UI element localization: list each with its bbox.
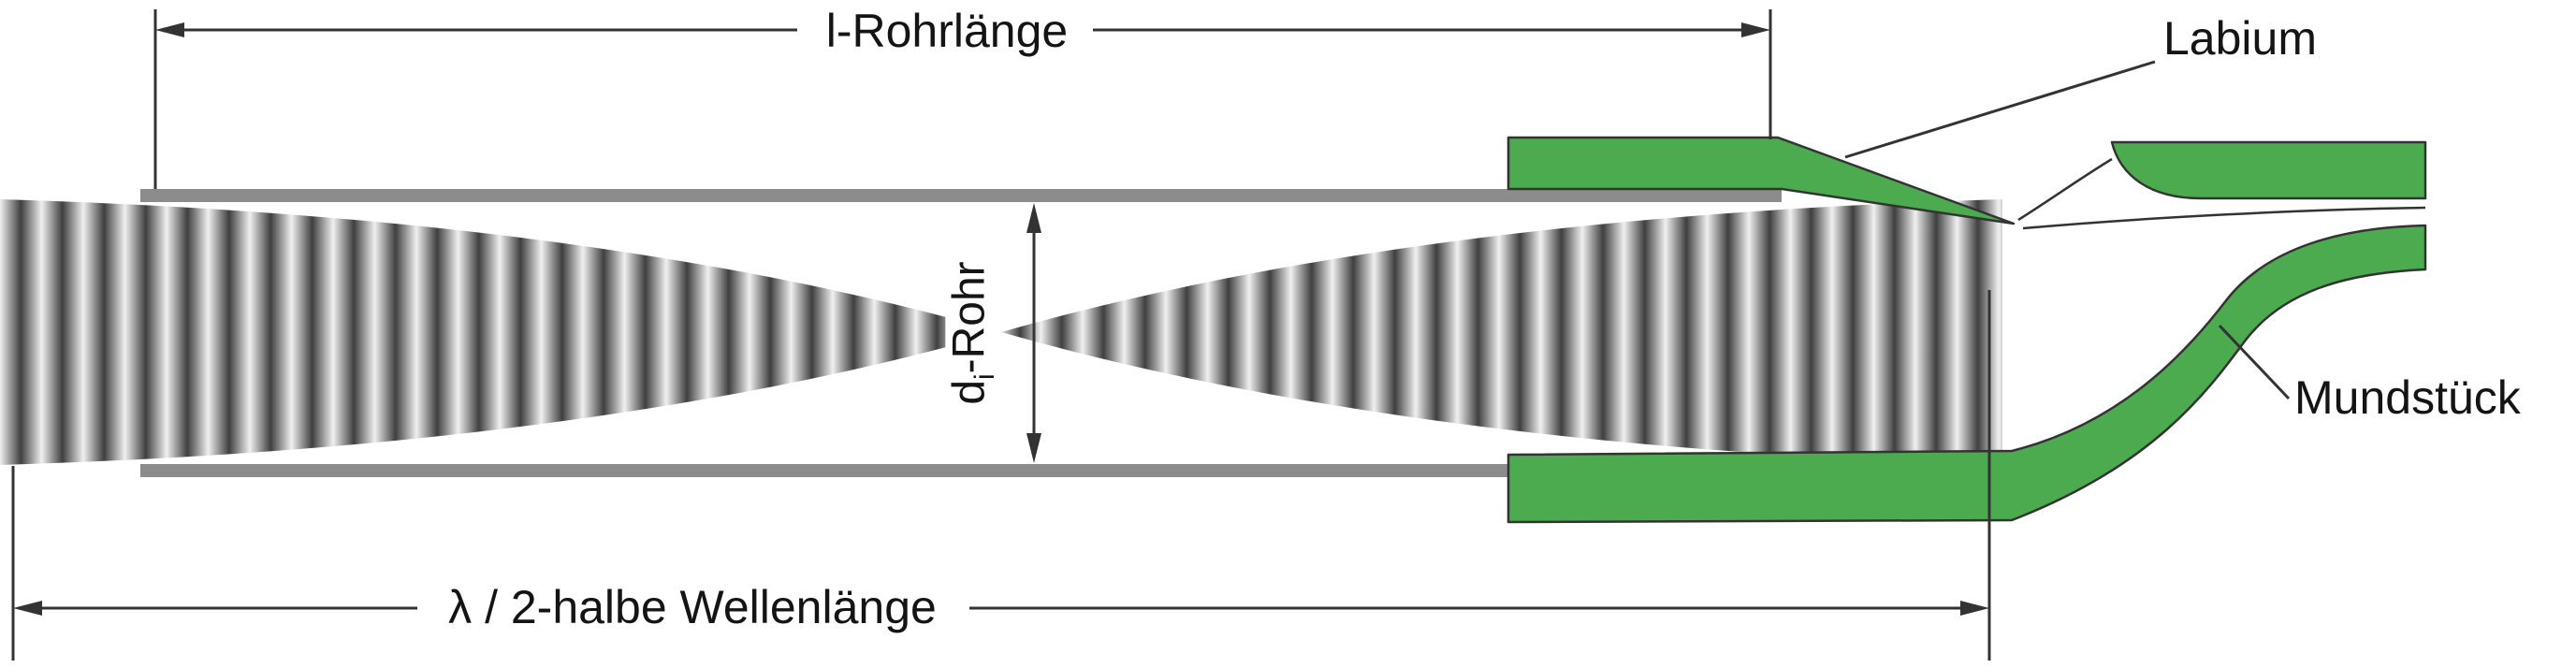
wavelength-arrowhead-left	[13, 601, 42, 616]
dimension-lines	[11, 9, 2291, 661]
diameter-arrowhead-top	[1026, 203, 1041, 233]
pipe-wall-top	[140, 189, 1782, 202]
arrow-heads	[13, 22, 1989, 616]
windway-lower-line	[2022, 206, 2426, 230]
label-half-wavelength: λ / 2-halbe Wellenlänge	[448, 581, 937, 633]
mouthpiece-parts	[1506, 136, 2427, 524]
diameter-arrowhead-bottom	[1026, 433, 1041, 463]
standing-wave-right-lobe	[1001, 199, 2002, 465]
label-pipe-length: l-Rohrlänge	[825, 5, 1069, 57]
pipe-length-arrowhead-left	[155, 22, 184, 37]
standing-wave-left-lobe	[0, 199, 1001, 465]
label-pipe-inner-diameter: di-Rohr	[944, 252, 1001, 414]
mouthpiece-lower-body	[1506, 224, 2427, 524]
diameter-symbol: d	[944, 379, 995, 405]
diameter-subscript: i	[968, 373, 1000, 380]
windway-upper-line	[2017, 157, 2113, 222]
mouthpiece-leader-line	[2218, 324, 2291, 400]
label-labium: Labium	[2163, 12, 2317, 65]
pipe-length-arrowhead-right	[1741, 22, 1770, 37]
pipe-wall-bottom	[140, 464, 1782, 477]
mouthpiece-upper-lip	[2110, 140, 2427, 200]
labium-leader-line	[1844, 60, 2156, 159]
wavelength-arrowhead-right	[1960, 601, 1989, 616]
mouthpiece-head-block-and-labium-wedge	[1506, 136, 2016, 225]
label-mouthpiece: Mundstück	[2294, 371, 2521, 424]
diameter-suffix: -Rohr	[944, 261, 995, 374]
